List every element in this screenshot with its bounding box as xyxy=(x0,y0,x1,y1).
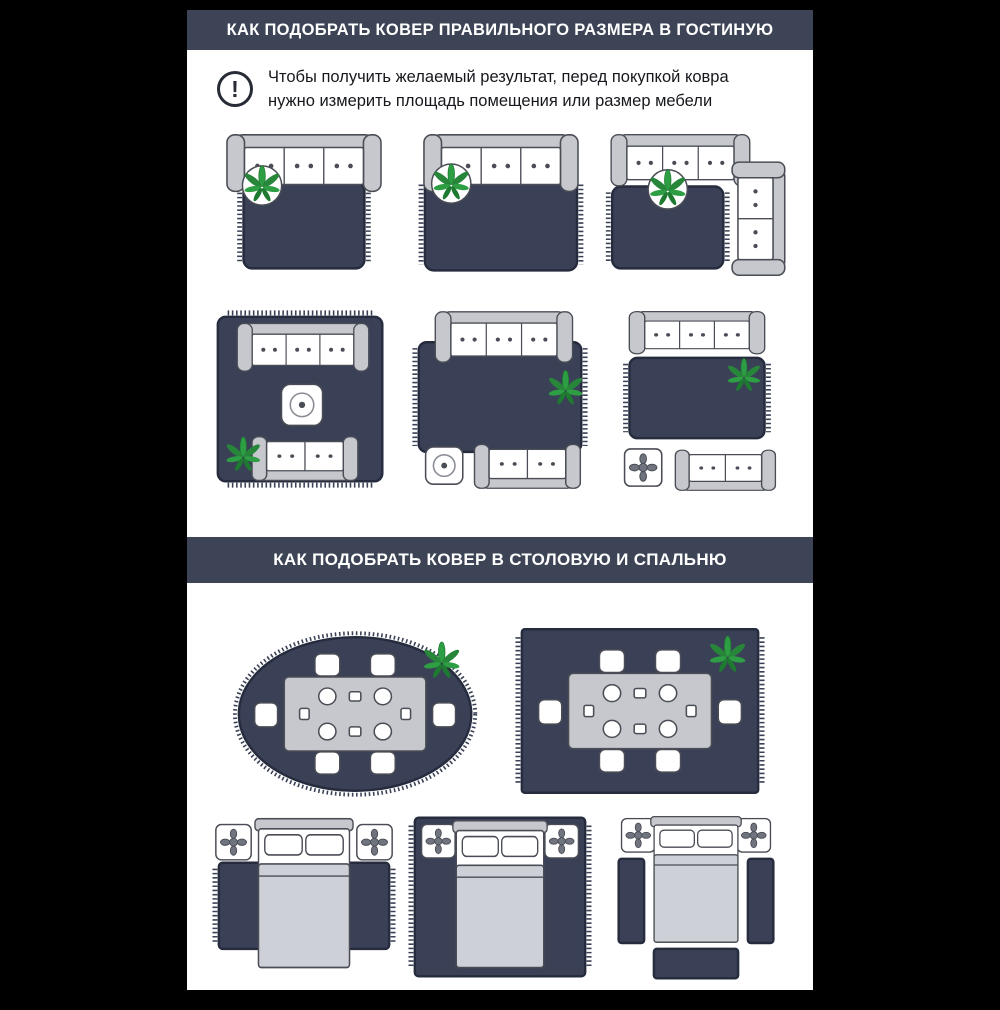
diagram-rug-under-front-legs xyxy=(404,128,595,284)
section-living-title: КАК ПОДОБРАТЬ КОВЕР ПРАВИЛЬНОГО РАЗМЕРА … xyxy=(226,20,774,39)
nightstand-icon xyxy=(420,823,456,859)
sofa-icon xyxy=(628,310,766,355)
bed-icon xyxy=(452,819,548,969)
plant-icon xyxy=(648,170,687,209)
living-diagram-grid xyxy=(187,114,813,492)
bedroom-diagram-row xyxy=(187,813,813,983)
diagram-rug-smaller-than-sofa xyxy=(207,128,398,284)
facing-sofa-icon xyxy=(250,435,359,482)
infographic-panel: КАК ПОДОБРАТЬ КОВЕР ПРАВИЛЬНОГО РАЗМЕРА … xyxy=(187,10,813,990)
diagram-rug-under-front-legs-svg xyxy=(418,133,584,272)
nightstand-icon xyxy=(544,823,580,859)
bed-icon xyxy=(650,815,742,943)
section-dining-bedroom-header: КАК ПОДОБРАТЬ КОВЕР В СТОЛОВУЮ И СПАЛЬНЮ xyxy=(187,536,813,583)
diagram-rug-under-lower-bed xyxy=(211,813,397,983)
nightstand-icon xyxy=(356,823,393,861)
sofa-icon xyxy=(236,322,370,372)
diagram-rug-between-furniture-svg xyxy=(623,310,777,491)
section-living-header: КАК ПОДОБРАТЬ КОВЕР ПРАВИЛЬНОГО РАЗМЕРА … xyxy=(187,10,813,50)
diagram-rect-rug-dining-svg xyxy=(515,627,765,794)
diagram-runner-rugs-svg xyxy=(617,815,775,980)
diagram-all-furniture-on-rug-svg xyxy=(216,310,384,488)
dining-diagram-row xyxy=(187,623,813,801)
diagram-rug-under-lower-bed-svg xyxy=(212,817,396,969)
diagram-runner-rugs-around-bed xyxy=(603,813,789,983)
runner-rug-foot xyxy=(652,947,740,980)
diagram-front-legs-on-rug-group xyxy=(404,308,595,492)
diagram-rug-smaller-than-sofa-svg xyxy=(225,133,382,270)
side-table-icon xyxy=(624,448,663,487)
diagram-corner-sofa-svg xyxy=(606,133,786,276)
rug xyxy=(628,356,767,440)
diagram-oval-rug-dining-svg xyxy=(232,631,478,797)
nightstand-icon xyxy=(215,823,252,861)
corner-sofa-section-icon xyxy=(731,161,786,276)
exclamation-circle-icon: ! xyxy=(217,71,253,107)
facing-sofa-icon xyxy=(473,443,582,489)
section-dining-bedroom-title: КАК ПОДОБРАТЬ КОВЕР В СТОЛОВУЮ И СПАЛЬНЮ xyxy=(273,549,727,569)
diagram-corner-sofa-with-rug xyxy=(602,128,793,284)
diagram-rug-under-entire-bed xyxy=(407,813,593,983)
facing-sofa-icon xyxy=(674,449,777,491)
runner-rug-right xyxy=(746,857,775,945)
diagram-oval-rug-dining xyxy=(232,623,488,801)
diagram-front-legs-group-svg xyxy=(412,310,588,489)
coffee-table-icon xyxy=(280,383,324,427)
plant-icon xyxy=(242,166,281,205)
diagram-rect-rug-dining xyxy=(512,623,768,801)
diagram-rug-under-entire-bed-svg xyxy=(408,816,592,978)
bed-icon xyxy=(254,817,354,969)
note-text: Чтобы получить желаемый результат, перед… xyxy=(268,68,729,110)
nightstand-icon xyxy=(736,817,772,853)
note: ! Чтобы получить желаемый результат, пер… xyxy=(217,66,813,114)
diagram-all-furniture-on-rug xyxy=(207,308,398,492)
plant-icon xyxy=(432,164,471,203)
runner-rug-left xyxy=(617,857,646,945)
sofa-icon xyxy=(434,310,574,363)
side-table-icon xyxy=(424,446,464,485)
diagram-rug-between-furniture xyxy=(602,308,793,492)
nightstand-icon xyxy=(620,817,656,853)
rug-fringe xyxy=(232,631,478,797)
